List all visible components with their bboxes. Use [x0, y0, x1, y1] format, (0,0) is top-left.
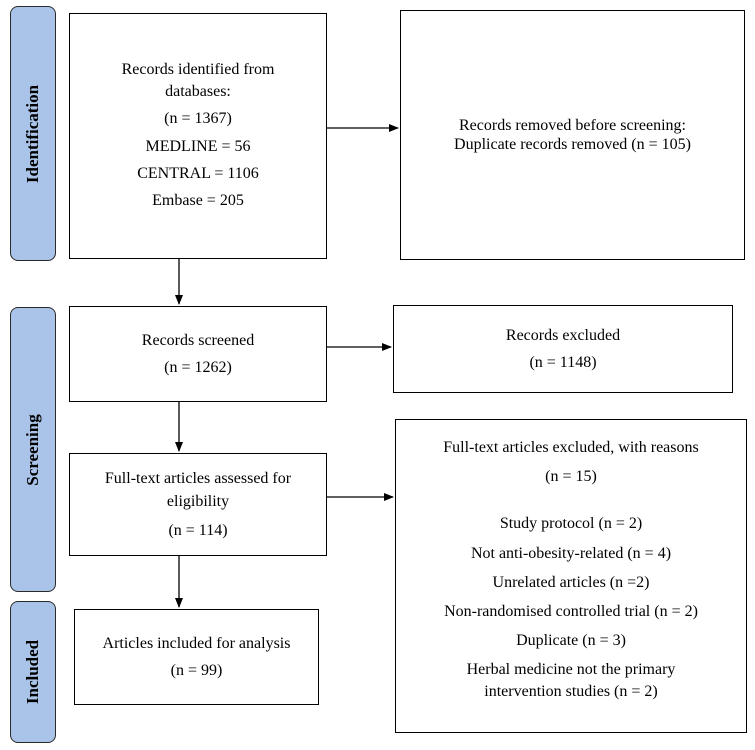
phase-identification: Identification	[10, 6, 56, 261]
identified-central: CENTRAL = 1106	[137, 164, 259, 182]
reason-item: Non-randomised controlled trial (n = 2)	[444, 602, 698, 620]
identified-line1: Records identified from	[121, 60, 275, 78]
identified-total: (n = 1367)	[164, 110, 232, 128]
records-excluded-box: Records excluded (n = 1148)	[393, 305, 733, 393]
excluded-label: Records excluded	[505, 326, 621, 344]
reason-item: Study protocol (n = 2)	[499, 515, 643, 533]
reason-item: Not anti-obesity-related (n = 4)	[470, 544, 672, 562]
screened-count: (n = 1262)	[164, 359, 232, 376]
included-count: (n = 99)	[170, 662, 223, 679]
fulltext-line2: eligibility	[166, 492, 230, 510]
excluded-count: (n = 1148)	[529, 354, 597, 371]
identified-line2: databases:	[165, 83, 231, 101]
included-label: Articles included for analysis	[102, 634, 291, 652]
phase-included: Included	[10, 601, 56, 743]
fulltext-count: (n = 114)	[168, 522, 228, 540]
screened-label: Records screened	[141, 331, 255, 349]
articles-included-box: Articles included for analysis (n = 99)	[74, 609, 319, 705]
removed-line2: Duplicate records removed (n = 105)	[454, 136, 691, 153]
reason-item: Unrelated articles (n =2)	[492, 573, 650, 591]
identified-medline: MEDLINE = 56	[145, 137, 251, 155]
records-removed-box: Records removed before screening: Duplic…	[400, 10, 745, 260]
identified-embase: Embase = 205	[152, 191, 244, 209]
reason-item: intervention studies (n = 2)	[484, 682, 658, 700]
records-identified-box: Records identified from databases: (n = …	[69, 13, 327, 259]
fulltext-excluded-box: Full-text articles excluded, with reason…	[395, 419, 747, 733]
records-screened-box: Records screened (n = 1262)	[69, 306, 327, 402]
fulltext-assessed-box: Full-text articles assessed for eligibil…	[69, 453, 327, 556]
reasons-count: (n = 15)	[545, 468, 597, 486]
phase-screening: Screening	[10, 307, 56, 592]
reasons-title: Full-text articles excluded, with reason…	[443, 439, 699, 456]
reason-item: Duplicate (n = 3)	[516, 632, 626, 650]
fulltext-line1: Full-text articles assessed for	[104, 469, 292, 487]
removed-line1: Records removed before screening:	[458, 116, 686, 134]
reason-item: Herbal medicine not the primary	[466, 661, 676, 679]
